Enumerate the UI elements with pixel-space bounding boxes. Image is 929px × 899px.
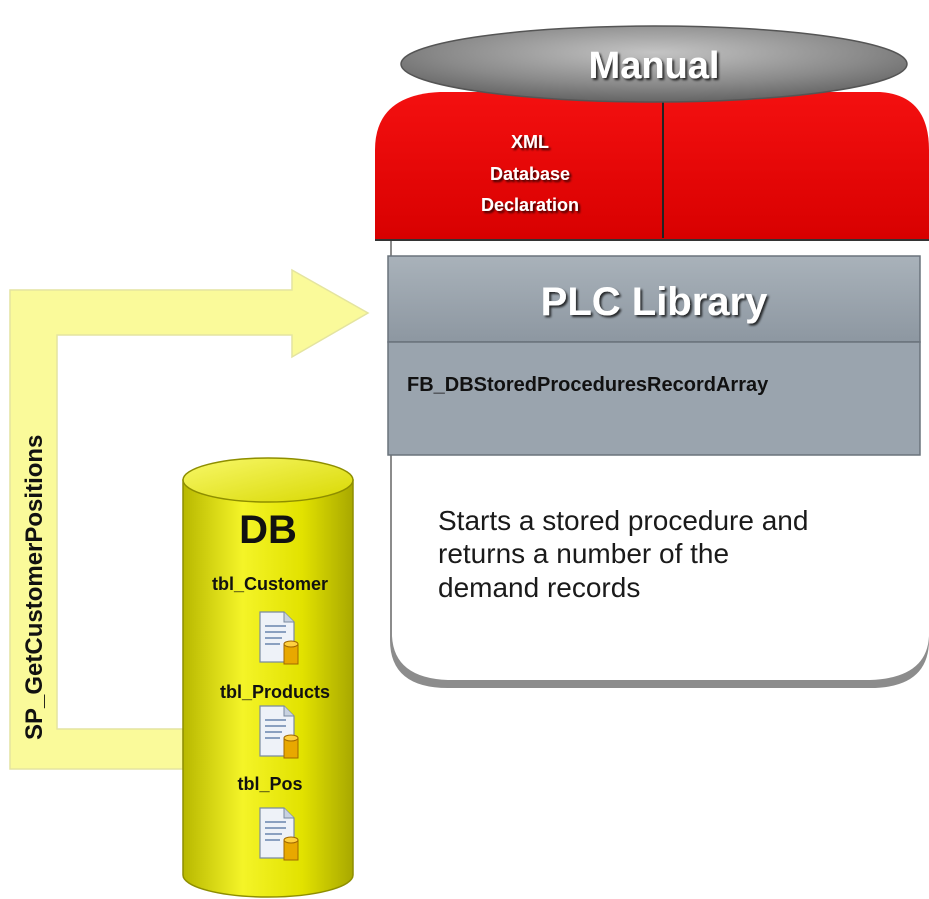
manual-stack: Manual XML Database Declaration PLC Libr…	[375, 25, 929, 688]
db-body	[182, 479, 354, 898]
xml-line-1: XML	[511, 132, 549, 152]
db-title: DB	[239, 508, 297, 552]
stored-procedure-arrow: SP_GetCustomerPositions	[9, 268, 370, 770]
db-table-name: tbl_Products	[220, 682, 330, 702]
arrow-label: SP_GetCustomerPositions	[21, 435, 48, 740]
manual-ellipse	[400, 25, 908, 103]
db-table-icon	[259, 807, 299, 861]
manual-title: Manual	[589, 45, 720, 87]
description-line-3: demand records	[438, 572, 640, 603]
description-line-1: Starts a stored procedure and	[438, 505, 808, 536]
db-table-name: tbl_Pos	[237, 774, 302, 794]
db-top	[182, 457, 354, 503]
xml-line-2: Database	[490, 164, 570, 184]
xml-line-3: Declaration	[481, 195, 579, 215]
description-line-2: returns a number of the	[438, 538, 729, 569]
function-block-box	[387, 341, 921, 456]
db-table-icon	[259, 611, 299, 665]
function-block-name: FB_DBStoredProceduresRecordArray	[407, 374, 769, 396]
db-table-icon	[259, 705, 299, 759]
database-cylinder: DB tbl_Customer tbl_Products tbl_Pos	[182, 457, 354, 898]
db-table-name: tbl_Customer	[212, 574, 328, 594]
xml-panel	[375, 92, 929, 240]
plc-library-title: PLC Library	[541, 280, 768, 324]
